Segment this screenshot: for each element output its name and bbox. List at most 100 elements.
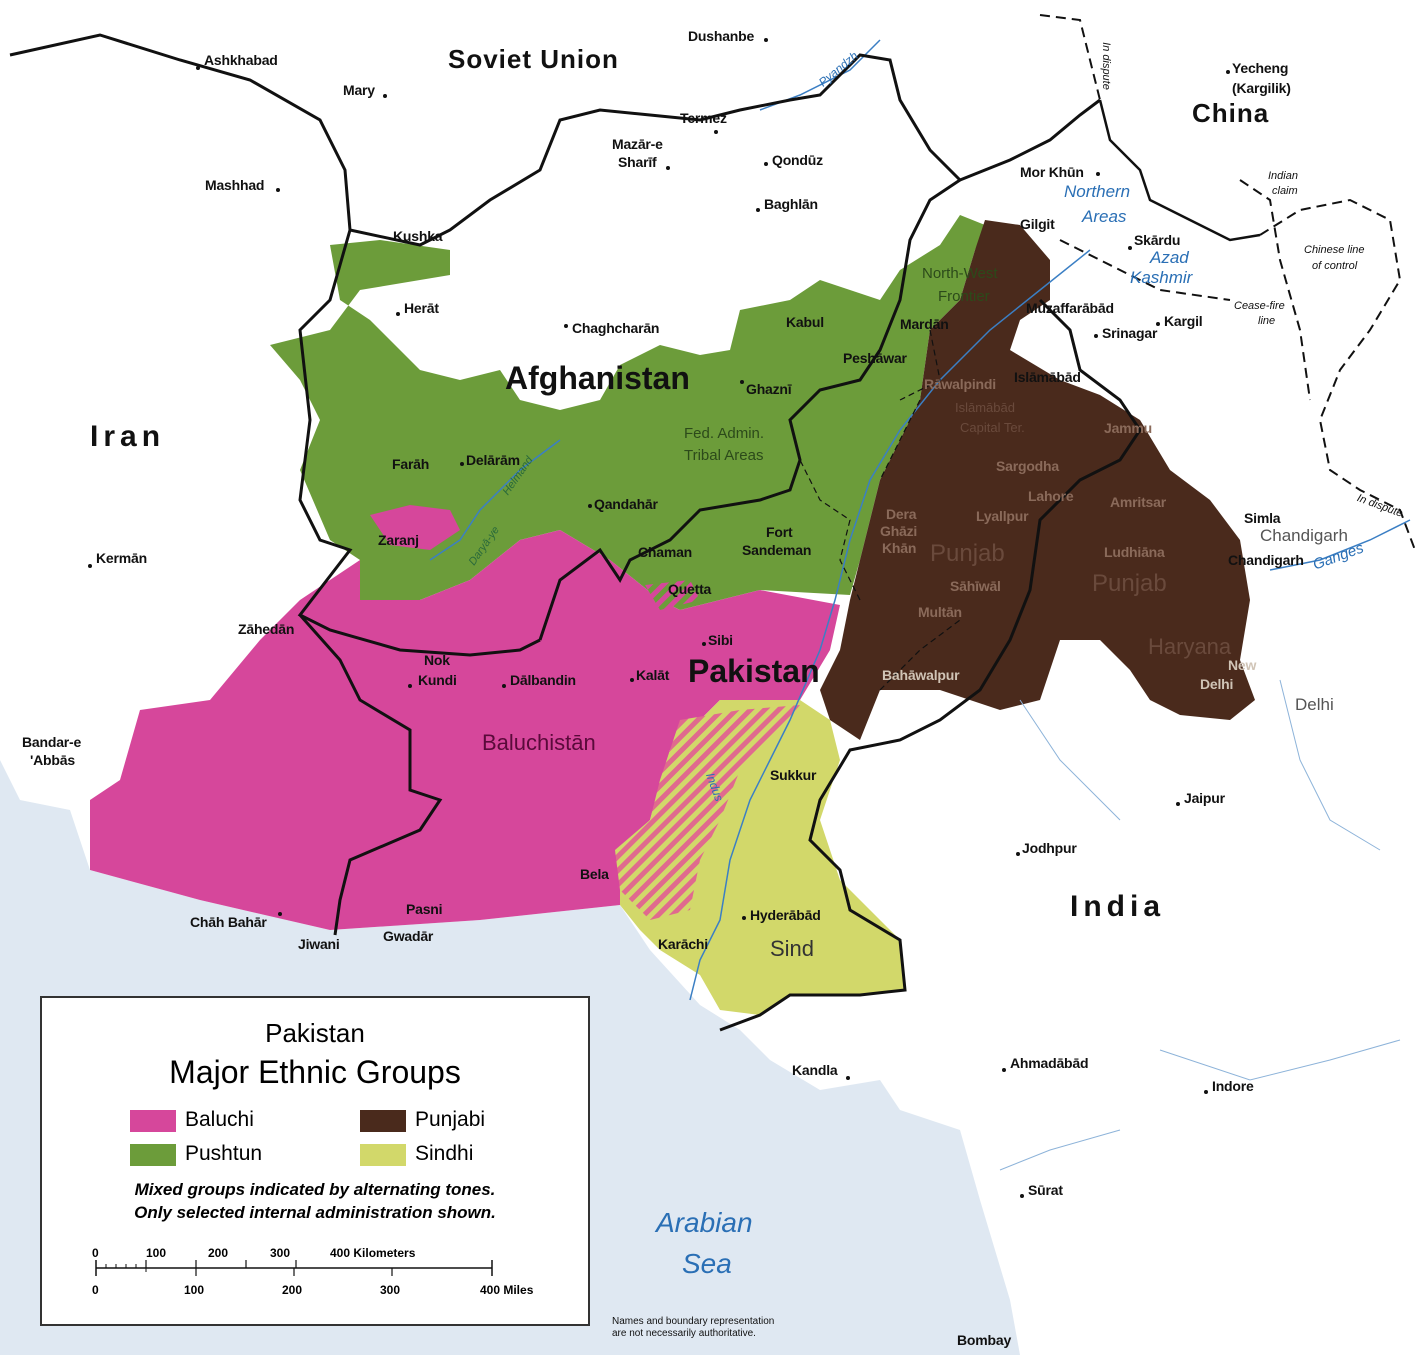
scale-mi-400: 400 Miles — [480, 1283, 534, 1297]
scale-km-400: 400 Kilometers — [330, 1246, 416, 1260]
label-chandigarh-ut: Chandigarh — [1260, 526, 1348, 545]
city-muzaffarabad: Muzaffarābād — [1026, 300, 1114, 316]
city-dera-3: Khān — [882, 540, 917, 556]
label-soviet-union: Soviet Union — [448, 44, 619, 74]
scale-mi-300: 300 — [380, 1283, 401, 1297]
label-china: China — [1192, 98, 1270, 128]
legend-swatch-pushtun — [130, 1144, 176, 1166]
city-kerman: Kermān — [96, 550, 147, 566]
city-mary: Mary — [343, 82, 375, 98]
label-haryana: Haryana — [1148, 634, 1232, 659]
label-fata-1: Fed. Admin. — [684, 425, 765, 442]
boundary-pak-iran — [298, 614, 443, 936]
city-dot — [742, 916, 746, 920]
city-jodhpur: Jodhpur — [1022, 840, 1077, 856]
label-fata-2: Tribal Areas — [684, 447, 764, 464]
city-dot — [1156, 322, 1160, 326]
city-yecheng-1: Yecheng — [1232, 60, 1289, 76]
city-mazar-1: Mazār-e — [612, 136, 663, 152]
disclaimer-line-2: are not necessarily authoritative. — [612, 1328, 756, 1339]
scale-mi-200: 200 — [282, 1283, 303, 1297]
city-dot — [702, 642, 706, 646]
zaranj-baluchi-pocket — [370, 505, 460, 550]
city-simla: Simla — [1244, 510, 1281, 526]
punjabi-region — [820, 220, 1255, 740]
city-mashhad: Mashhad — [205, 177, 265, 193]
city-dot — [764, 162, 768, 166]
scale-km-100: 100 — [146, 1246, 167, 1260]
city-dot — [1204, 1090, 1208, 1094]
label-arabian-sea-2: Sea — [682, 1248, 732, 1279]
city-dot — [1020, 1194, 1024, 1198]
city-dot — [1016, 852, 1020, 856]
baluchi-region — [90, 530, 840, 930]
city-dot — [383, 94, 387, 98]
label-ceasefire-2: line — [1258, 315, 1276, 327]
legend-label-baluchi: Baluchi — [185, 1108, 254, 1131]
label-northern-areas-2: Areas — [1082, 207, 1127, 226]
city-bombay: Bombay — [957, 1332, 1012, 1348]
city-karachi: Karāchi — [658, 936, 708, 952]
city-dot — [714, 130, 718, 134]
city-baghlan: Baghlān — [764, 196, 818, 212]
city-ashkhabad: Ashkhabad — [204, 52, 278, 68]
city-ahmadabad: Ahmadābād — [1010, 1055, 1089, 1071]
legend-note-2: Only selected internal administration sh… — [134, 1203, 496, 1222]
label-india: India — [1070, 890, 1166, 923]
city-dera-2: Ghāzi — [880, 523, 918, 539]
city-skardu: Skārdu — [1134, 232, 1181, 248]
city-herat: Herāt — [404, 300, 439, 316]
city-dot — [846, 1076, 850, 1080]
city-mor-khun: Mor Khūn — [1020, 164, 1084, 180]
city-dot — [1094, 334, 1098, 338]
city-dera-1: Dera — [886, 506, 917, 522]
city-sargodha: Sargodha — [996, 458, 1059, 474]
scale-km-200: 200 — [208, 1246, 229, 1260]
legend-swatch-punjabi — [360, 1110, 406, 1132]
city-chaman: Chaman — [638, 544, 693, 560]
city-dot — [1128, 246, 1132, 250]
mixed-baluchi-sindhi — [615, 705, 800, 920]
city-lahore: Lahore — [1028, 488, 1074, 504]
legend-title-2: Major Ethnic Groups — [169, 1054, 461, 1090]
city-dot — [588, 504, 592, 508]
label-nwfp-1: North-West — [922, 265, 998, 282]
city-dot — [756, 208, 760, 212]
city-bahawalpur: Bahāwalpur — [882, 667, 960, 683]
city-dot — [88, 564, 92, 568]
city-dot — [666, 166, 670, 170]
label-chinese-line-2: of control — [1312, 260, 1358, 272]
boundary-afghan-iran — [297, 229, 541, 657]
city-chandigarh: Chandigarh — [1228, 552, 1304, 568]
boundary-soviet-afghan — [9, 33, 1101, 247]
city-dalbandin: Dālbandin — [510, 672, 576, 688]
city-dot — [764, 38, 768, 42]
city-dot — [278, 912, 282, 916]
city-ludhiana: Ludhiāna — [1104, 544, 1165, 560]
city-new-delhi-2: Delhi — [1200, 676, 1234, 692]
city-chaghcharan: Chaghcharān — [572, 320, 660, 336]
map-legend: Pakistan Major Ethnic Groups Baluchi Pus… — [40, 996, 590, 1326]
city-jammu: Jammu — [1104, 420, 1153, 436]
label-iran: Iran — [90, 420, 166, 453]
legend-note-1: Mixed groups indicated by alternating to… — [134, 1180, 496, 1199]
city-dot — [408, 684, 412, 688]
label-delhi-ut: Delhi — [1295, 695, 1334, 714]
boundary-pak-india — [719, 298, 1142, 1032]
city-islamabad: Islāmābād — [1014, 369, 1081, 385]
city-chah-bahar: Chāh Bahār — [190, 914, 267, 930]
city-dot — [564, 324, 568, 328]
scale-km-0: 0 — [92, 1246, 99, 1260]
label-indian-claim-1: Indian — [1268, 170, 1298, 182]
label-punjab-pk: Punjab — [930, 540, 1005, 567]
city-yecheng-2: (Kargilik) — [1232, 80, 1291, 96]
city-dot — [1096, 172, 1100, 176]
label-ict-2: Capital Ter. — [960, 420, 1025, 435]
label-pakistan: Pakistan — [688, 653, 820, 689]
city-dot — [196, 66, 200, 70]
city-dot — [502, 684, 506, 688]
label-azad-kashmir-2: Kashmir — [1130, 268, 1193, 287]
city-kabul: Kabul — [786, 314, 824, 330]
city-mardan: Mardān — [900, 316, 949, 332]
